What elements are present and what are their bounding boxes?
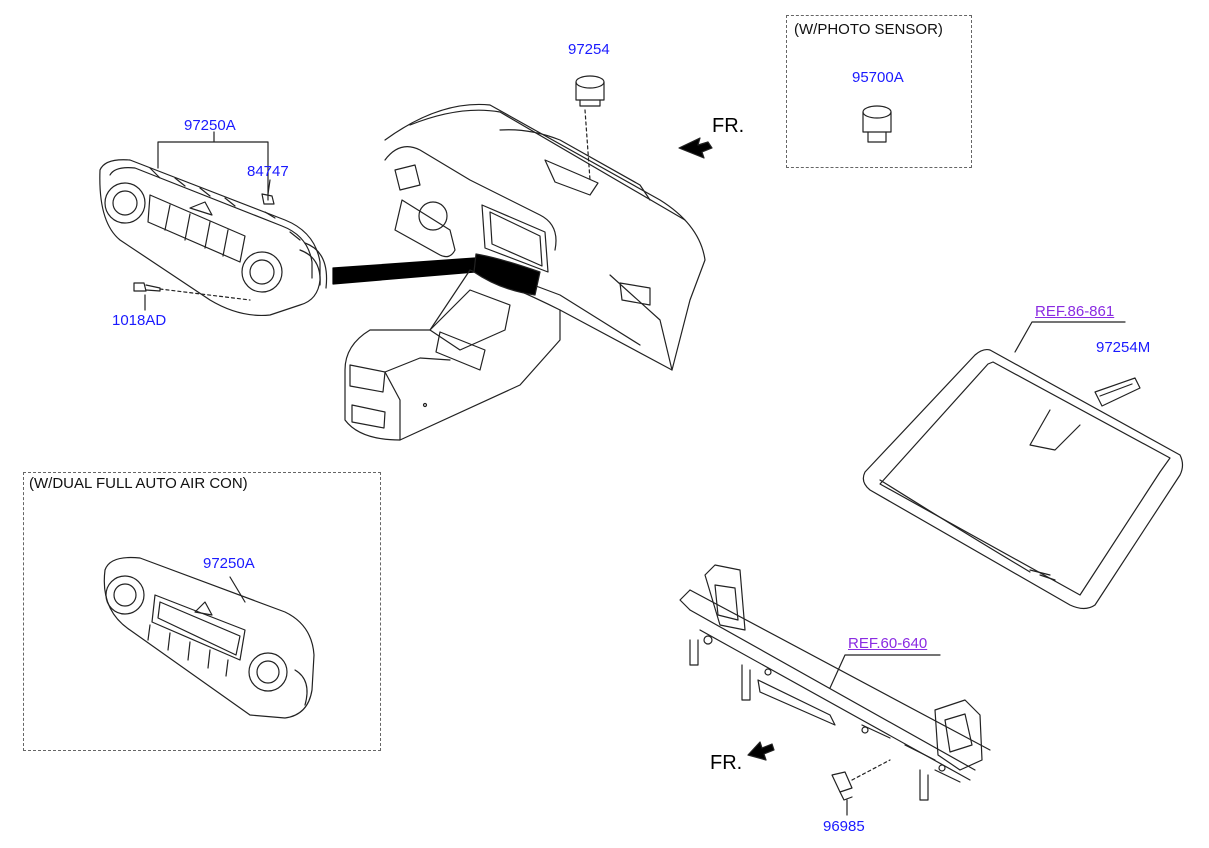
sensor-96985[interactable]: [831, 771, 853, 801]
clip-84747[interactable]: [261, 193, 275, 205]
part-label-97250A-box[interactable]: 97250A: [203, 555, 255, 572]
fr-arrow-top: [678, 137, 713, 159]
screw-1018AD[interactable]: [133, 282, 161, 292]
climate-control-panel-top[interactable]: [99, 159, 328, 317]
climate-control-panel-dual[interactable]: [103, 556, 315, 719]
part-label-97250A-top[interactable]: 97250A: [184, 117, 236, 134]
ref-link-windshield[interactable]: REF.86-861: [1035, 303, 1115, 320]
dual-auto-box: [23, 472, 381, 751]
bracket-97254M[interactable]: [1094, 377, 1141, 407]
part-label-84747[interactable]: 84747: [247, 163, 289, 180]
photo-sensor-95700A[interactable]: [862, 105, 892, 143]
fr-label-bottom: FR.: [710, 752, 743, 774]
part-label-96985[interactable]: 96985: [823, 818, 865, 835]
ref-link-cross-member[interactable]: REF.60-640: [848, 635, 928, 652]
photo-sensor-note: (W/PHOTO SENSOR): [794, 21, 943, 38]
fr-arrow-bottom: [747, 741, 775, 761]
photo-sensor-box: [786, 15, 972, 168]
part-label-97254M[interactable]: 97254M: [1096, 339, 1151, 356]
sensor-97254[interactable]: [575, 75, 605, 107]
dashboard-assembly: [344, 103, 706, 441]
part-label-97254[interactable]: 97254: [568, 41, 610, 58]
fr-label-top: FR.: [712, 115, 745, 137]
part-label-1018AD[interactable]: 1018AD: [112, 312, 167, 329]
part-label-95700A[interactable]: 95700A: [852, 69, 904, 86]
dual-auto-note: (W/DUAL FULL AUTO AIR CON): [29, 475, 248, 492]
windshield: [862, 348, 1184, 610]
cowl-cross-member: [679, 564, 991, 801]
